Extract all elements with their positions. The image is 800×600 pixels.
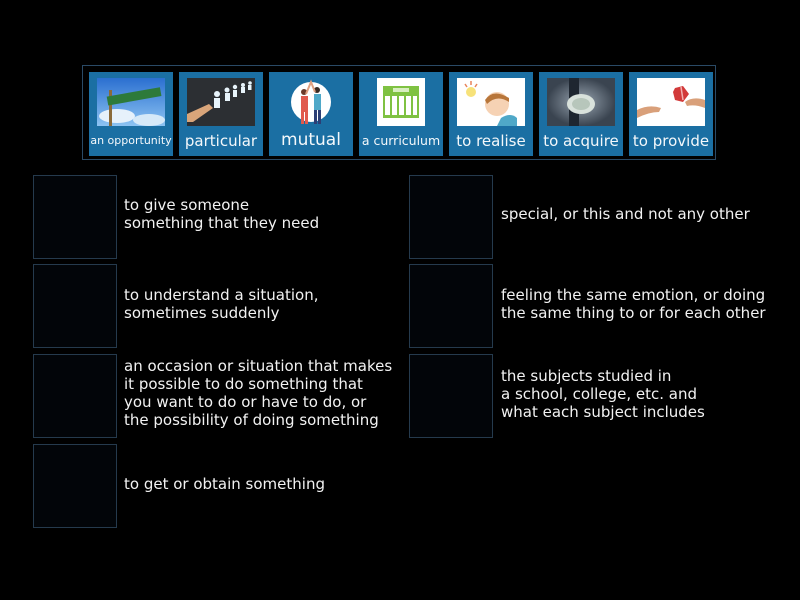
tile-acquire[interactable]: to acquire — [539, 72, 623, 156]
tile-curriculum[interactable]: a curriculum — [359, 72, 443, 156]
tile-mutual[interactable]: mutual — [269, 72, 353, 156]
definition-text: special, or this and not any other — [501, 205, 750, 223]
answer-tray: an opportunity particular mutual a curri… — [82, 65, 716, 160]
tile-label: to provide — [632, 132, 710, 150]
tile-label: a curriculum — [361, 133, 441, 148]
tile-realise[interactable]: to realise — [449, 72, 533, 156]
money-bag-icon — [547, 78, 615, 126]
drop-slot[interactable] — [33, 354, 117, 438]
definition-text: to give someone something that they need — [124, 196, 320, 232]
giving-hands-icon — [637, 78, 705, 126]
definition-text: feeling the same emotion, or doing the s… — [501, 286, 766, 322]
tile-label: an opportunity — [90, 134, 172, 147]
tile-label: mutual — [281, 130, 341, 150]
drop-slot[interactable] — [33, 264, 117, 348]
lightbulb-idea-icon — [457, 78, 525, 126]
definition-text: an occasion or situation that makes it p… — [124, 357, 393, 429]
tile-provide[interactable]: to provide — [629, 72, 713, 156]
drop-slot[interactable] — [33, 175, 117, 259]
tile-opportunity[interactable]: an opportunity — [89, 72, 173, 156]
drop-slot[interactable] — [409, 264, 493, 348]
drop-slot[interactable] — [409, 175, 493, 259]
drop-slot[interactable] — [33, 444, 117, 528]
timetable-icon — [367, 78, 435, 126]
tile-label: to acquire — [543, 132, 619, 150]
drop-slot[interactable] — [409, 354, 493, 438]
high-five-icon — [277, 78, 345, 126]
definition-text: the subjects studied in a school, colleg… — [501, 367, 705, 421]
opportunity-sign-icon — [97, 78, 165, 126]
pointing-finger-people-icon — [187, 78, 255, 126]
tile-label: particular — [184, 132, 258, 150]
tile-label: to realise — [456, 132, 526, 150]
tile-particular[interactable]: particular — [179, 72, 263, 156]
definition-text: to get or obtain something — [124, 475, 325, 493]
definition-text: to understand a situation, sometimes sud… — [124, 286, 319, 322]
